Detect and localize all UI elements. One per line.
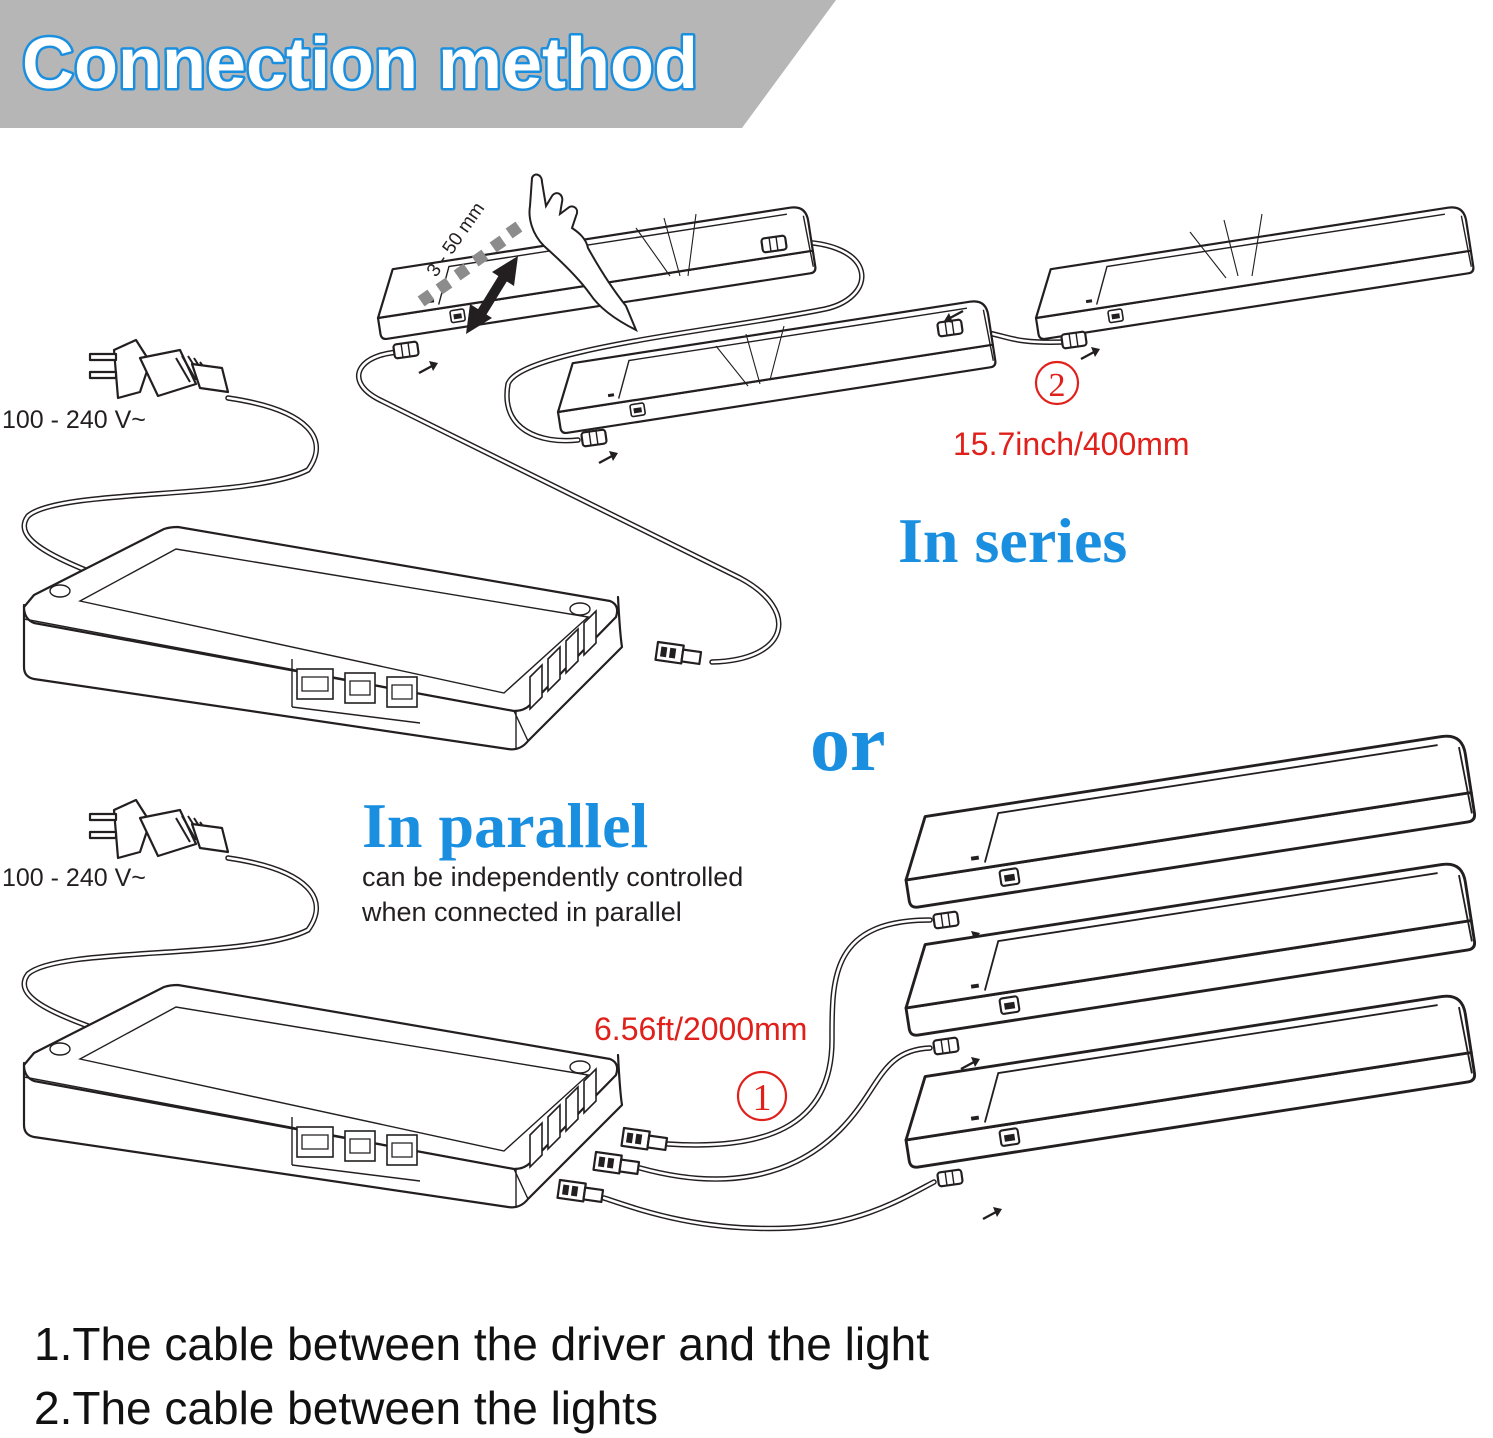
parallel-note-line1: can be independently controlled: [362, 862, 743, 892]
distance-dots: [417, 221, 523, 307]
arrow-icon: [417, 359, 440, 375]
arrow-icon: [597, 449, 620, 465]
series-cable-marker: 2: [1034, 360, 1080, 406]
arrow-icon: [981, 1205, 1004, 1221]
arrow-icon: [1079, 345, 1102, 361]
driver-box-icon: [22, 983, 624, 1209]
svg-text:1: 1: [753, 1077, 772, 1119]
title-banner: [0, 0, 836, 128]
page-title: Connection method: [22, 24, 698, 104]
legend-item-1: 1.The cable between the driver and the l…: [34, 1318, 929, 1370]
svg-text:2: 2: [1049, 367, 1066, 404]
connector-icon: [556, 1178, 605, 1206]
parallel-note-line2: when connected in parallel: [361, 897, 682, 927]
parallel-cable-marker: 1: [736, 1070, 788, 1122]
led-bar-light-icon: [1027, 204, 1476, 341]
parallel-cable-length: 6.56ft/2000mm: [594, 1011, 807, 1047]
distance-arrow-icon: [466, 256, 518, 334]
power-plug-icon: [88, 798, 230, 860]
parallel-heading: In parallel: [362, 790, 648, 861]
series-voltage-label: 100 - 240 V~: [2, 406, 146, 434]
legend-item-2: 2.The cable between the lights: [34, 1382, 658, 1434]
hand-wave-icon: [528, 173, 638, 333]
connector-icon: [620, 1126, 669, 1154]
connector-icon: [932, 1036, 960, 1056]
connector-icon: [654, 640, 703, 668]
connector-icon: [1060, 330, 1088, 350]
or-label: or: [810, 700, 886, 788]
connector-icon: [580, 428, 608, 448]
series-heading: In series: [898, 505, 1127, 576]
series-cable-length: 15.7inch/400mm: [953, 426, 1190, 462]
connector-icon: [936, 1168, 964, 1188]
connector-icon: [392, 340, 420, 360]
connector-icon: [932, 910, 960, 930]
connector-icon: [592, 1150, 641, 1178]
power-plug-icon: [88, 338, 230, 400]
parallel-voltage-label: 100 - 240 V~: [2, 864, 146, 892]
driver-box-icon: [22, 525, 624, 751]
